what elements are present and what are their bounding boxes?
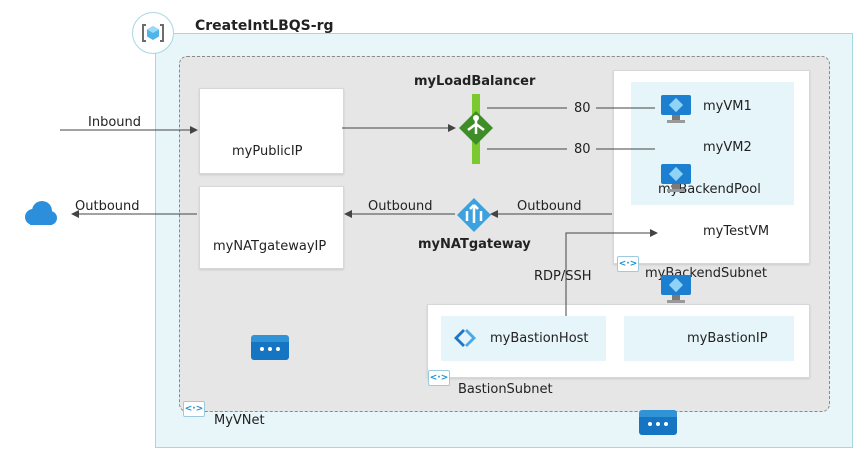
- edge-label-outbound-left: Outbound: [75, 199, 140, 214]
- public-ip-box: [199, 88, 344, 174]
- edge-label-outbound-mid: Outbound: [368, 199, 433, 214]
- bastion-subnet-label: BastionSubnet: [458, 382, 553, 397]
- backend-subnet-icon: <·>: [617, 256, 639, 272]
- vm2-icon: [661, 164, 691, 192]
- bastion-subnet-icon: <·>: [428, 370, 450, 386]
- vm2-label: myVM2: [703, 140, 752, 155]
- vnet-icon: <·>: [183, 401, 205, 417]
- edge-label-rdp-ssh: RDP/SSH: [534, 269, 592, 284]
- nat-gateway-label: myNATgateway: [418, 237, 531, 252]
- nat-gateway-icon: [456, 197, 492, 233]
- nat-gateway-ip-icon: [251, 335, 289, 360]
- edge-label-port-vm1: 80: [574, 101, 591, 116]
- edge-label-outbound-right: Outbound: [517, 199, 582, 214]
- load-balancer-icon: [456, 94, 496, 164]
- test-vm-icon: [661, 275, 691, 303]
- resource-group-icon: [132, 12, 174, 54]
- nat-gateway-ip-box: [199, 186, 344, 269]
- resource-group-title: CreateIntLBQS-rg: [195, 18, 334, 34]
- cloud-icon: [20, 199, 60, 229]
- backend-pool-label: myBackendPool: [658, 182, 761, 197]
- bastion-ip-icon: [639, 410, 677, 435]
- bastion-host-icon: [452, 326, 478, 350]
- public-ip-label: myPublicIP: [232, 144, 303, 159]
- bastion-ip-label: myBastionIP: [687, 331, 768, 346]
- vnet-label: MyVNet: [214, 413, 265, 428]
- vm1-icon: [661, 95, 691, 123]
- backend-pool: [631, 82, 794, 205]
- bastion-ip-box: [624, 316, 794, 361]
- vm1-label: myVM1: [703, 99, 752, 114]
- bastion-host-box: [441, 316, 606, 361]
- load-balancer-label: myLoadBalancer: [414, 74, 536, 89]
- nat-gateway-ip-label: myNATgatewayIP: [213, 239, 327, 254]
- test-vm-label: myTestVM: [703, 224, 770, 239]
- edge-label-inbound: Inbound: [88, 115, 142, 130]
- edge-label-port-vm2: 80: [574, 142, 591, 157]
- bastion-host-label: myBastionHost: [490, 331, 589, 346]
